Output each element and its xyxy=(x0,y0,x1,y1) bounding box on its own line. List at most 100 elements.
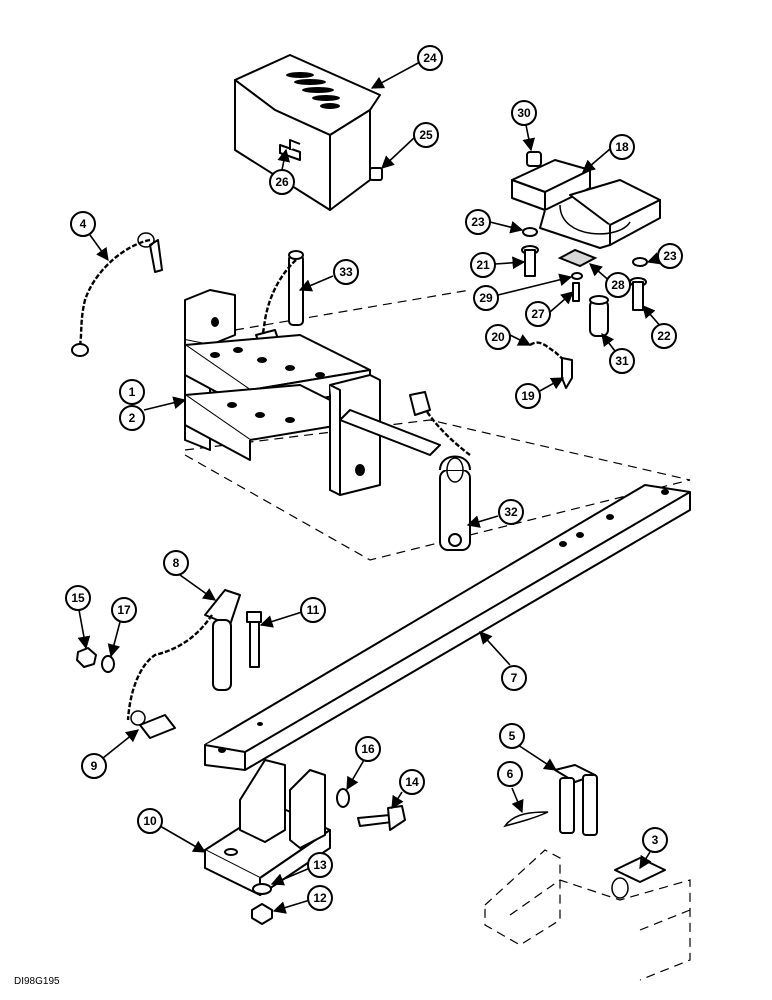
svg-text:22: 22 xyxy=(657,329,671,343)
hitch-pin-32 xyxy=(339,391,471,551)
ghost-hitch xyxy=(484,849,691,981)
bolt-21 xyxy=(521,245,539,277)
guard-nut xyxy=(369,167,383,181)
svg-text:18: 18 xyxy=(615,140,629,154)
callout-3: 3 xyxy=(642,827,668,853)
svg-text:31: 31 xyxy=(615,354,629,368)
guard-shield xyxy=(234,54,381,211)
callout-17: 17 xyxy=(111,597,137,623)
callout-2: 2 xyxy=(119,405,145,431)
svg-text:28: 28 xyxy=(611,278,625,292)
washer-29 xyxy=(571,272,583,280)
callout-21: 21 xyxy=(470,252,496,278)
drawbar-frame xyxy=(184,289,381,496)
alignment-lines xyxy=(184,289,691,561)
svg-text:11: 11 xyxy=(307,603,320,617)
svg-text:23: 23 xyxy=(663,249,677,263)
svg-text:9: 9 xyxy=(91,759,98,773)
svg-text:30: 30 xyxy=(517,106,531,120)
svg-text:4: 4 xyxy=(80,217,87,231)
clip-5 xyxy=(554,764,598,836)
callout-1: 1 xyxy=(119,379,145,405)
callout-7: 7 xyxy=(501,665,527,691)
callout-32: 32 xyxy=(498,499,524,525)
callout-31: 31 xyxy=(609,348,635,374)
clevis-base-10 xyxy=(204,759,331,896)
chain-with-pin-4 xyxy=(71,232,163,357)
svg-text:1: 1 xyxy=(129,385,136,399)
svg-text:15: 15 xyxy=(71,591,85,605)
svg-text:21: 21 xyxy=(476,258,490,272)
svg-text:6: 6 xyxy=(507,767,514,781)
svg-text:14: 14 xyxy=(405,775,419,789)
svg-text:3: 3 xyxy=(652,833,659,847)
bushing-31 xyxy=(589,295,609,337)
callout-25: 25 xyxy=(413,122,439,148)
spring-clip-6 xyxy=(503,811,549,828)
bolt-11 xyxy=(246,611,262,668)
callout-30: 30 xyxy=(511,100,537,126)
svg-text:2: 2 xyxy=(129,411,136,425)
svg-text:5: 5 xyxy=(509,729,516,743)
hitch-pin-8 xyxy=(126,589,241,739)
callout-15: 15 xyxy=(65,585,91,611)
svg-text:10: 10 xyxy=(143,814,157,828)
washer-16 xyxy=(336,788,350,808)
drawing-reference-code: DI98G195 xyxy=(14,976,60,987)
washer-23-right xyxy=(632,257,648,267)
svg-text:7: 7 xyxy=(511,671,518,685)
svg-text:27: 27 xyxy=(531,307,545,321)
callout-22: 22 xyxy=(651,323,677,349)
callout-27: 27 xyxy=(525,301,551,327)
callout-6: 6 xyxy=(497,761,523,787)
svg-text:29: 29 xyxy=(479,291,493,305)
svg-text:19: 19 xyxy=(521,389,535,403)
bolt-14 xyxy=(357,805,406,831)
callout-11: 11 xyxy=(300,597,326,623)
callout-4: 4 xyxy=(70,211,96,237)
washer-13 xyxy=(252,883,272,895)
bolt-22 xyxy=(629,277,647,311)
nut-15 xyxy=(76,647,97,668)
plate-28 xyxy=(557,248,598,268)
callout-20: 20 xyxy=(485,324,511,350)
callout-13: 13 xyxy=(307,852,333,878)
mounting-bracket xyxy=(511,159,661,249)
svg-text:24: 24 xyxy=(423,51,437,65)
svg-text:20: 20 xyxy=(491,330,505,344)
callout-18: 18 xyxy=(609,134,635,160)
spacer-30 xyxy=(526,151,542,167)
svg-text:12: 12 xyxy=(313,891,327,905)
callout-10: 10 xyxy=(137,808,163,834)
svg-text:26: 26 xyxy=(275,175,289,189)
callout-12: 12 xyxy=(307,885,333,911)
callout-29: 29 xyxy=(473,285,499,311)
callout-24: 24 xyxy=(417,45,443,71)
washer-23-left xyxy=(522,227,538,237)
lynch-pin-19 xyxy=(561,357,573,389)
callout-26: 26 xyxy=(269,169,295,195)
svg-text:32: 32 xyxy=(504,505,518,519)
callout-8: 8 xyxy=(163,550,189,576)
callout-33: 33 xyxy=(333,259,359,285)
svg-text:23: 23 xyxy=(471,215,485,229)
svg-text:16: 16 xyxy=(361,742,375,756)
svg-text:8: 8 xyxy=(173,556,180,570)
callout-9: 9 xyxy=(81,753,107,779)
pin-27 xyxy=(572,282,580,302)
svg-text:17: 17 xyxy=(117,603,131,617)
nut-12 xyxy=(251,903,273,925)
svg-text:33: 33 xyxy=(339,265,353,279)
svg-text:13: 13 xyxy=(313,858,327,872)
washer-17 xyxy=(101,655,115,673)
svg-text:25: 25 xyxy=(419,128,433,142)
callout-14: 14 xyxy=(399,769,425,795)
callout-23-left: 23 xyxy=(465,209,491,235)
chain-20 xyxy=(529,341,567,363)
pin-3 xyxy=(611,857,666,899)
callout-5: 5 xyxy=(499,723,525,749)
callout-16: 16 xyxy=(355,736,381,762)
callout-23-right: 23 xyxy=(657,243,683,269)
drawbar-7 xyxy=(204,484,691,771)
